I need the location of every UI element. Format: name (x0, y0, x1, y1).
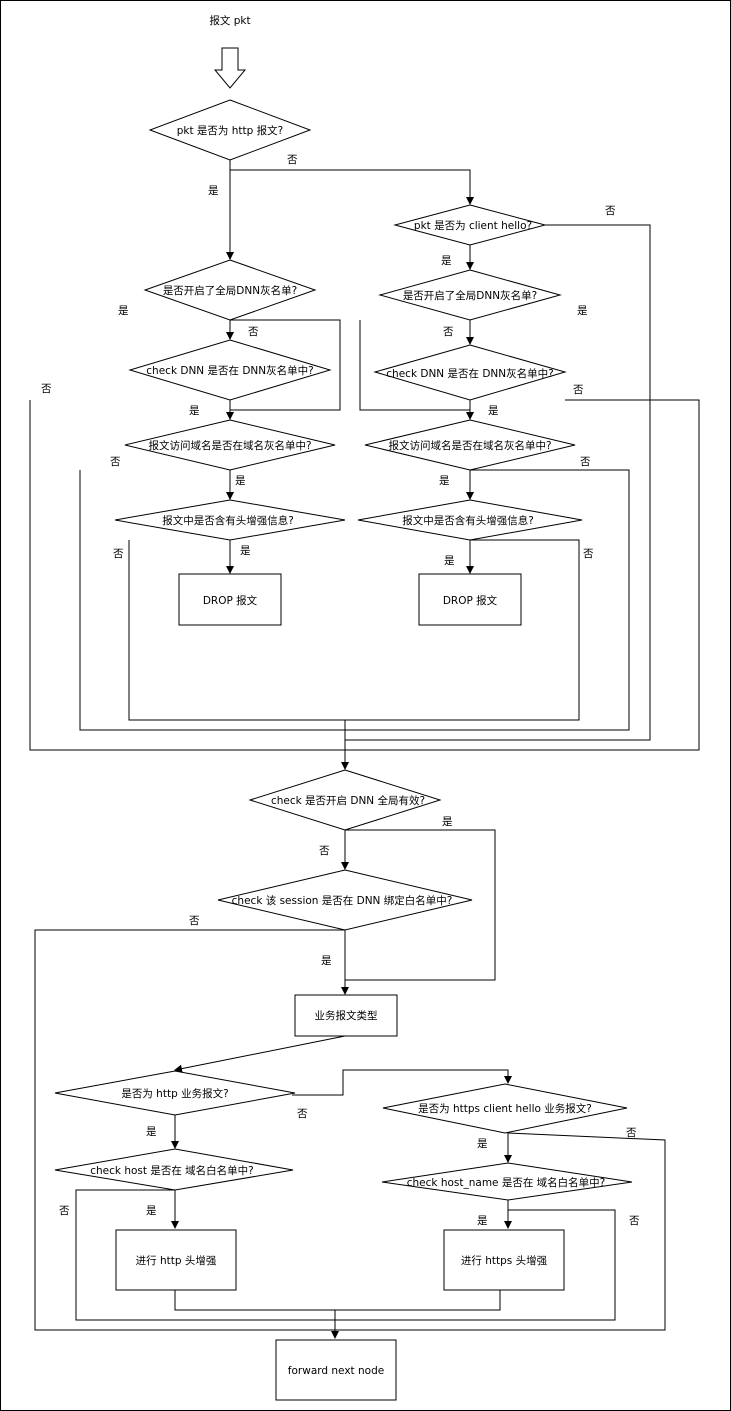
q-hostname-white-label: check host_name 是否在 域名白名单中? (407, 1176, 606, 1189)
r-q-header-label: 报文中是否含有头增强信息? (402, 514, 534, 527)
edge-label-no: 否 (319, 845, 330, 857)
q-client-hello-label: pkt 是否为 client hello? (414, 220, 532, 232)
r-q-global-gray-label: 是否开启了全局DNN灰名单? (403, 289, 537, 302)
edge-label-yes: 是 (240, 545, 251, 557)
do-https-box (443, 1229, 565, 1291)
edge-label-yes: 是 (577, 305, 588, 317)
r-q-header-diamond (357, 499, 583, 541)
edge-label-no: 否 (248, 326, 259, 338)
edge-label-no: 否 (626, 1127, 637, 1139)
l-drop-label: DROP 报文 (203, 594, 258, 607)
edge-label-yes: 是 (189, 405, 200, 417)
edge-label-no: 否 (113, 548, 124, 560)
edge-label-no: 否 (580, 456, 591, 468)
q-http-biz-diamond (54, 1070, 296, 1116)
forward-label: forward next node (288, 1365, 384, 1377)
edge-label-yes: 是 (439, 475, 450, 487)
edge-label-yes: 是 (488, 405, 499, 417)
do-http-label: 进行 http 头增强 (136, 1254, 217, 1267)
q-https-biz-diamond (382, 1083, 628, 1134)
edge-label-yes: 是 (441, 255, 452, 267)
edges (29, 47, 700, 1339)
edge-label-yes: 是 (321, 955, 332, 967)
q-session-white-label: check 该 session 是否在 DNN 绑定白名单中? (232, 894, 453, 907)
nodes: 报文 pkt pkt 是否为 http 报文? pkt 是否为 client h… (54, 14, 633, 1401)
edge-label-no: 否 (605, 205, 616, 217)
edge-label-yes: 是 (146, 1126, 157, 1138)
q-session-white-diamond (217, 869, 473, 931)
q-http-biz-label: 是否为 http 业务报文? (121, 1087, 228, 1100)
r-drop-box (418, 573, 522, 626)
r-drop-label: DROP 报文 (443, 594, 498, 607)
edge-label-no: 否 (189, 915, 200, 927)
q-host-white-diamond (54, 1148, 294, 1191)
edge-label-yes: 是 (118, 305, 129, 317)
do-http-box (115, 1229, 237, 1291)
edge-label-no: 否 (297, 1108, 308, 1120)
q-dnn-global-label: check 是否开启 DNN 全局有效? (271, 794, 425, 807)
edge-label-no: 否 (110, 456, 121, 468)
edge-label-yes: 是 (442, 816, 453, 828)
l-q-domain-gray-diamond (124, 419, 336, 471)
edge-label-yes: 是 (208, 185, 219, 197)
q-hostname-white-diamond (381, 1162, 633, 1201)
l-q-domain-gray-label: 报文访问域名是否在域名灰名单中? (148, 439, 311, 452)
start-label: 报文 pkt (209, 14, 250, 27)
r-q-domain-gray-label: 报文访问域名是否在域名灰名单中? (388, 439, 551, 452)
biz-type-box (294, 994, 398, 1037)
l-q-global-gray-label: 是否开启了全局DNN灰名单? (163, 284, 297, 297)
edge-labels: 否 是 否 是 是 否 否 是 否 否 是 是 否 否 是 是 否 是 是 否 … (41, 154, 640, 1227)
edge-label-no: 否 (59, 1205, 70, 1217)
do-https-label: 进行 https 头增强 (461, 1254, 548, 1267)
r-q-dnn-gray-diamond (373, 344, 567, 401)
forward-box (275, 1339, 397, 1401)
edge-label-no: 否 (573, 384, 584, 396)
q-http-diamond (148, 99, 312, 161)
q-https-biz-label: 是否为 https client hello 业务报文? (418, 1102, 592, 1115)
l-q-global-gray-diamond (143, 259, 317, 321)
r-q-domain-gray-diamond (364, 419, 576, 471)
edge-label-no: 否 (629, 1215, 640, 1227)
l-q-dnn-gray-diamond (128, 339, 332, 401)
biz-type-label: 业务报文类型 (315, 1009, 378, 1022)
r-q-global-gray-diamond (378, 269, 562, 321)
edge-label-yes: 是 (235, 475, 246, 487)
edge-label-no: 否 (583, 548, 594, 560)
edge-label-yes: 是 (444, 555, 455, 567)
start-block-arrow (213, 47, 247, 89)
edge-label-no: 否 (41, 383, 52, 395)
q-http-label: pkt 是否为 http 报文? (177, 124, 284, 137)
q-client-hello-diamond (393, 204, 547, 246)
edge-label-no: 否 (287, 154, 298, 166)
r-q-dnn-gray-label: check DNN 是否在 DNN灰名单中? (386, 367, 553, 380)
l-q-header-label: 报文中是否含有头增强信息? (162, 514, 294, 527)
edge-label-no: 否 (443, 326, 454, 338)
l-q-dnn-gray-label: check DNN 是否在 DNN灰名单中? (146, 364, 313, 377)
l-q-header-diamond (114, 499, 346, 541)
edge-label-yes: 是 (477, 1215, 488, 1227)
edge-label-yes: 是 (146, 1205, 157, 1217)
l-drop-box (178, 573, 282, 626)
q-dnn-global-diamond (248, 769, 442, 831)
q-host-white-label: check host 是否在 域名白名单中? (90, 1164, 254, 1177)
edge-label-yes: 是 (477, 1138, 488, 1150)
